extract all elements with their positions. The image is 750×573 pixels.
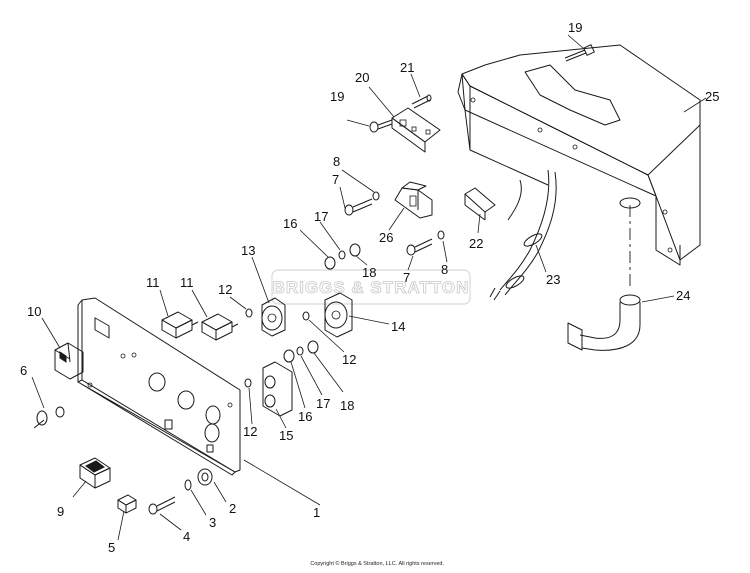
copyright-notice: Copyright © Briggs & Stratton, LLC. All … bbox=[310, 561, 444, 567]
screw-7-b bbox=[406, 238, 433, 256]
spacer-21 bbox=[411, 94, 432, 109]
callout-11-b: 11 bbox=[180, 275, 194, 290]
svg-text:BRIGGS & STRATTON: BRIGGS & STRATTON bbox=[273, 278, 470, 297]
washer-8-a bbox=[372, 191, 380, 201]
callout-labels: 1 2 3 4 5 6 7 7 8 8 9 10 11 11 12 12 12 … bbox=[20, 20, 719, 555]
callout-22: 22 bbox=[469, 236, 483, 251]
callout-15: 15 bbox=[279, 428, 293, 443]
callout-6: 6 bbox=[20, 363, 27, 378]
callout-26: 26 bbox=[379, 230, 393, 245]
callout-4: 4 bbox=[183, 529, 190, 544]
callout-16-a: 16 bbox=[283, 216, 297, 231]
breaker-10 bbox=[54, 342, 84, 380]
duplex-outlet-15 bbox=[262, 361, 293, 417]
screw-19-a bbox=[369, 119, 393, 133]
screw-19-b bbox=[564, 44, 595, 62]
callout-18-a: 18 bbox=[362, 265, 376, 280]
washer-17-a bbox=[338, 250, 346, 260]
callout-10: 10 bbox=[27, 304, 41, 319]
callout-3: 3 bbox=[209, 515, 216, 530]
bracket-22 bbox=[464, 187, 496, 221]
nut-18-a bbox=[349, 243, 361, 257]
washer-16-b bbox=[283, 349, 295, 363]
callout-23: 23 bbox=[546, 272, 560, 287]
wire-harness-23 bbox=[489, 169, 557, 301]
callout-20: 20 bbox=[355, 70, 369, 85]
callout-12-a: 12 bbox=[218, 282, 232, 297]
washer-16-a bbox=[324, 256, 336, 270]
callout-25: 25 bbox=[705, 89, 719, 104]
rocker-switch-9 bbox=[79, 457, 111, 489]
callout-14: 14 bbox=[391, 319, 405, 334]
callout-18-b: 18 bbox=[340, 398, 354, 413]
housing-box-25 bbox=[457, 44, 701, 266]
breaker-11-b bbox=[201, 313, 239, 341]
callout-17-b: 17 bbox=[316, 396, 330, 411]
callout-17-a: 17 bbox=[314, 209, 328, 224]
callout-8-b: 8 bbox=[441, 262, 448, 277]
o-ring-12-a bbox=[245, 308, 253, 318]
bracket-26 bbox=[394, 181, 433, 219]
watermark-logo: BRIGGS & STRATTON bbox=[271, 269, 471, 305]
callout-16-b: 16 bbox=[298, 409, 312, 424]
callout-8-a: 8 bbox=[333, 154, 340, 169]
breaker-11-a bbox=[161, 311, 199, 339]
callout-12-c: 12 bbox=[243, 424, 257, 439]
callout-21: 21 bbox=[400, 60, 414, 75]
grommet-2 bbox=[197, 468, 213, 486]
callout-12-b: 12 bbox=[342, 352, 356, 367]
leader-lines bbox=[31, 34, 707, 541]
callout-19-b: 19 bbox=[568, 20, 582, 35]
screw-7-a bbox=[344, 198, 373, 216]
callout-11-a: 11 bbox=[146, 275, 160, 290]
callout-19-a: 19 bbox=[330, 89, 344, 104]
callout-24: 24 bbox=[676, 288, 690, 303]
washer-8-b bbox=[437, 230, 445, 240]
elbow-hose-24 bbox=[567, 294, 641, 351]
callout-5: 5 bbox=[108, 540, 115, 555]
receptacle-13 bbox=[261, 297, 286, 337]
screw-4 bbox=[148, 496, 176, 515]
control-panel-1 bbox=[77, 297, 241, 476]
nut-6 bbox=[33, 406, 65, 429]
callout-7-b: 7 bbox=[403, 270, 410, 285]
callout-13: 13 bbox=[241, 243, 255, 258]
callout-7-a: 7 bbox=[332, 172, 339, 187]
nut-18-b bbox=[307, 340, 319, 354]
callout-2: 2 bbox=[229, 501, 236, 516]
receptacle-14 bbox=[324, 292, 353, 338]
callout-9: 9 bbox=[57, 504, 64, 519]
switch-5 bbox=[117, 494, 137, 514]
circuit-board-20 bbox=[391, 107, 441, 153]
washer-3 bbox=[184, 479, 192, 491]
callout-1: 1 bbox=[313, 505, 320, 520]
o-ring-12-b bbox=[302, 311, 310, 321]
o-ring-12-c bbox=[244, 378, 252, 388]
washer-17-b bbox=[296, 346, 304, 356]
